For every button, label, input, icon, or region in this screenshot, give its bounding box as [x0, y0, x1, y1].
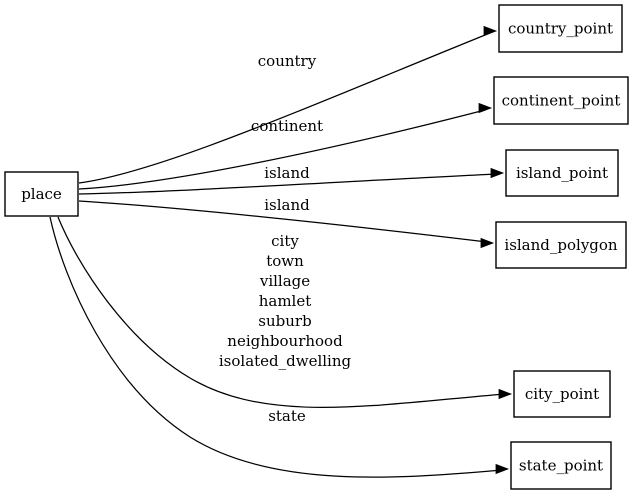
node-island_polygon[interactable]: island_polygon	[495, 221, 627, 269]
edge-label: state	[268, 407, 306, 425]
edge-place-continent_point	[78, 109, 486, 190]
arrowhead-icon	[478, 102, 493, 114]
node-label: island_point	[516, 164, 608, 182]
node-state_point[interactable]: state_point	[510, 441, 612, 490]
node-island_point[interactable]: island_point	[505, 149, 619, 197]
node-label: place	[21, 185, 62, 203]
edge-line	[78, 173, 498, 195]
edge-label: continent	[251, 117, 323, 135]
edge-label-line: village	[259, 272, 310, 290]
nodes-layer: place country_point continent_point island_…	[4, 4, 629, 490]
arrowhead-icon	[480, 237, 495, 249]
arrowhead-icon	[483, 25, 498, 37]
edge-label: island	[264, 196, 310, 214]
arrowhead-icon	[495, 463, 510, 475]
edge-label-line: continent	[251, 117, 323, 135]
edge-line	[78, 200, 488, 243]
edge-place-state_point	[49, 216, 503, 478]
node-box[interactable]	[495, 221, 627, 269]
edge-line	[78, 109, 486, 190]
edge-line	[78, 32, 491, 184]
edge-place-island_point	[78, 173, 498, 195]
arrowhead-icon	[498, 388, 513, 400]
edge-line	[57, 216, 506, 408]
edge-labels-layer: country continent island island city town vill…	[219, 52, 352, 425]
node-box[interactable]	[505, 149, 619, 197]
node-box[interactable]	[493, 76, 629, 125]
edge-label-line: state	[268, 407, 306, 425]
node-label: state_point	[519, 457, 603, 475]
node-city_point[interactable]: city_point	[513, 370, 611, 418]
node-country_point[interactable]: country_point	[498, 4, 623, 53]
node-continent_point[interactable]: continent_point	[493, 76, 629, 125]
edge-label-line: isolated_dwelling	[219, 352, 352, 370]
node-box[interactable]	[4, 171, 79, 217]
edge-label-line: city	[271, 232, 299, 250]
edge-label: city town village hamlet suburb neighbourhood…	[219, 232, 352, 370]
edges-layer	[49, 32, 506, 478]
edge-label-line: neighbourhood	[227, 332, 343, 350]
node-label: city_point	[525, 385, 599, 403]
edge-label: country	[258, 52, 317, 70]
edge-label-line: country	[258, 52, 317, 70]
edge-label: island	[264, 164, 310, 182]
node-box[interactable]	[510, 441, 612, 490]
edge-label-line: island	[264, 164, 310, 182]
node-box[interactable]	[498, 4, 623, 53]
node-box[interactable]	[513, 370, 611, 418]
edge-place-city_point	[57, 216, 506, 408]
edge-label-line: hamlet	[259, 292, 312, 310]
node-label: country_point	[508, 20, 613, 38]
edge-line	[49, 216, 503, 478]
edge-place-island_polygon	[78, 200, 488, 243]
edge-label-line: town	[266, 252, 304, 270]
arrowheads-layer	[478, 25, 513, 475]
node-place[interactable]: place	[4, 171, 79, 217]
edge-label-line: island	[264, 196, 310, 214]
arrowhead-icon	[490, 167, 505, 179]
node-label: continent_point	[502, 92, 621, 110]
edge-place-country_point	[78, 32, 491, 184]
edge-label-line: suburb	[258, 312, 311, 330]
node-label: island_polygon	[504, 236, 618, 254]
